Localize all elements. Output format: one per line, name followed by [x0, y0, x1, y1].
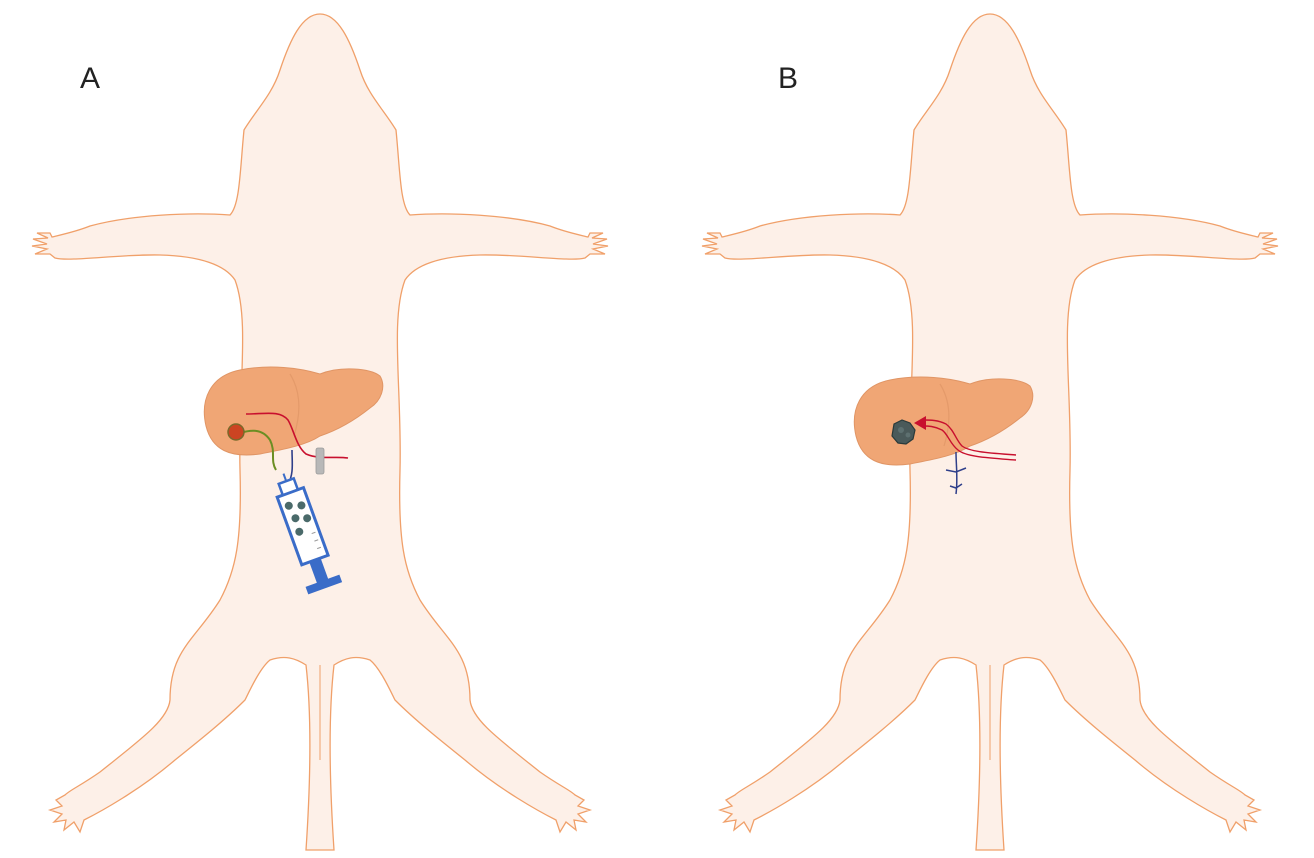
panel-a: [32, 14, 608, 850]
panel-b: [702, 14, 1278, 850]
tumor-implant-a: [228, 424, 244, 440]
panel-label-b: B: [778, 62, 798, 96]
vascular-clamp-a: [316, 448, 324, 474]
panel-label-a: A: [80, 62, 100, 96]
